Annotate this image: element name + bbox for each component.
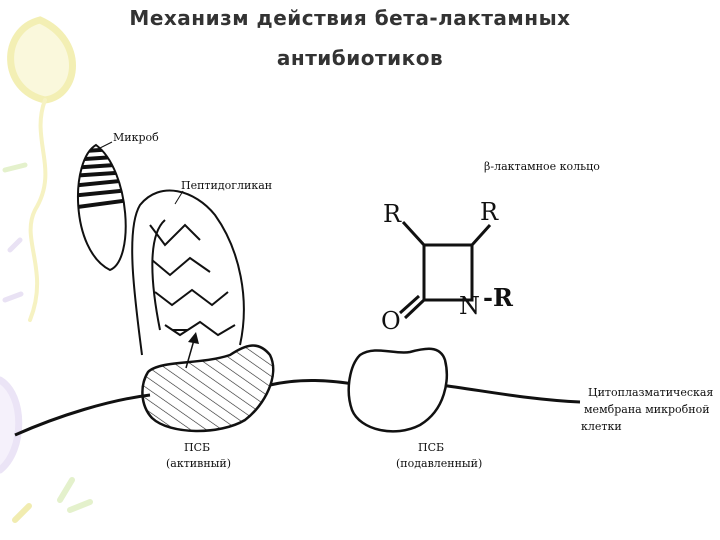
peptidoglycan-label: Пептидогликан [181, 179, 273, 192]
chem-nitrogen: N [459, 292, 480, 320]
sparkle-2 [57, 477, 93, 513]
psb-suppressed-name: ПСБ [418, 441, 445, 454]
slide-title-line2: антибиотиков [276, 46, 444, 70]
psb-active-name: ПСБ [184, 441, 211, 454]
microbe-pointer-line [99, 141, 113, 149]
chem-r-top-right: R [480, 198, 499, 226]
chem-r-top-left: R [383, 200, 402, 228]
balloon-outline-2 [0, 376, 23, 474]
slide-title-line1: Механизм действия бета-лактамных [129, 6, 571, 30]
psb-active-state: (активный) [166, 457, 232, 470]
balloon-string-1 [28, 98, 48, 322]
membrane-label-line1: Цитоплазматическая [588, 386, 714, 399]
peptidoglycan-chain [131, 189, 245, 356]
peptidoglycan-pointer-line [174, 190, 184, 205]
microbe-cell [76, 143, 127, 272]
membrane-label-line2: мембрана микробной [584, 403, 710, 416]
sparkle-1 [2, 237, 24, 303]
membrane-label-line3: клетки [581, 420, 622, 433]
psb-suppressed-shape [347, 347, 448, 433]
beta-lactam-ring-label: β-лактамное кольцо [484, 160, 600, 173]
microbe-label: Микроб [113, 131, 159, 144]
sparkle-3 [12, 503, 32, 523]
psb-suppressed-state: (подавленный) [396, 457, 483, 470]
sparkle-4 [2, 162, 28, 173]
beta-lactam-ring-structure [398, 220, 492, 320]
psb-active-shape [141, 344, 275, 433]
chem-oxygen: O [381, 307, 401, 335]
cytoplasmic-membrane [14, 379, 581, 437]
chem-r-nitrogen: -R [483, 283, 513, 312]
synthesis-arrow [185, 332, 199, 369]
